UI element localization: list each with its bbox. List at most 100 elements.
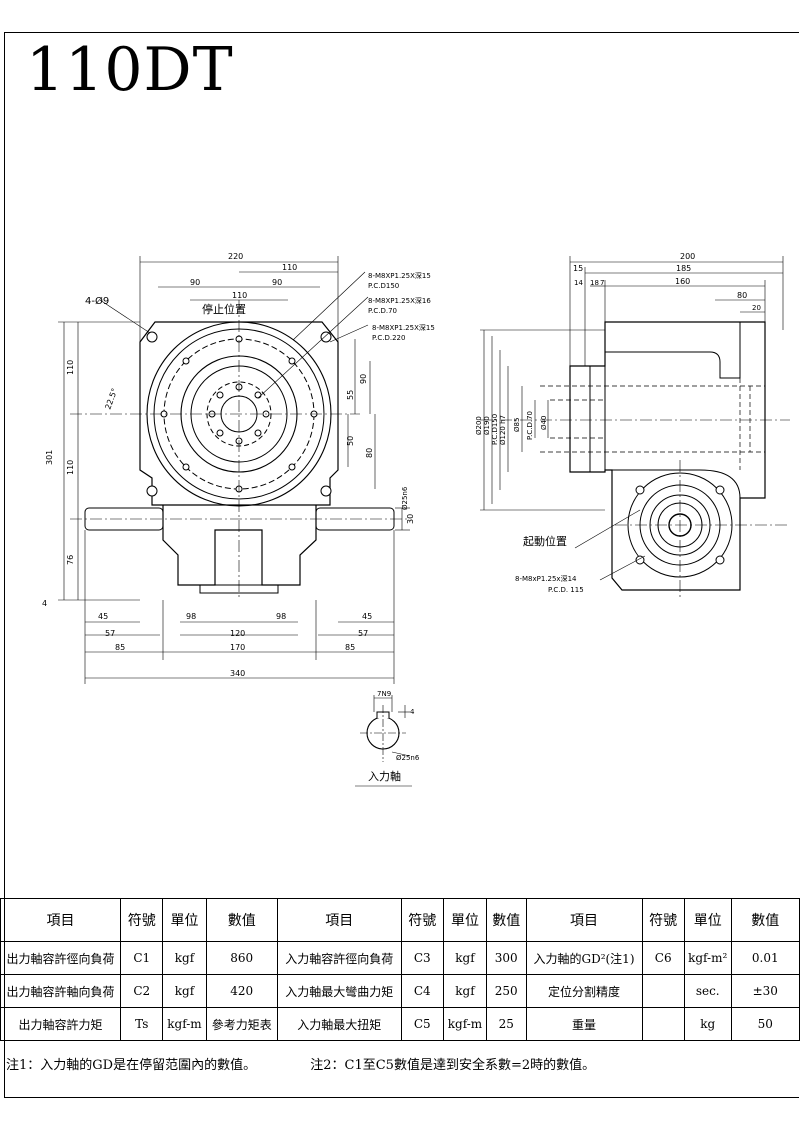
- table-cell: C6: [641, 941, 685, 975]
- dim-301: 301: [45, 450, 54, 465]
- table-cell: kgf-m²: [683, 941, 732, 975]
- table-header-cell: 符號: [120, 898, 164, 942]
- table-header-cell: 數值: [205, 898, 278, 942]
- dim-170: 170: [230, 643, 245, 652]
- side-view: [480, 256, 790, 600]
- table-cell: 300: [485, 941, 527, 975]
- table-header-cell: 單位: [162, 898, 207, 942]
- dim-p40: Ø40: [540, 416, 548, 430]
- hole-note4-b: P.C.D. 115: [548, 586, 584, 594]
- dim-14: 14: [574, 279, 583, 287]
- table-cell: 定位分割精度: [525, 974, 643, 1008]
- table-cell: 出力軸容許力矩: [0, 1007, 122, 1041]
- dim-185: 185: [676, 264, 691, 273]
- table-cell: 參考力矩表: [205, 1007, 278, 1041]
- dim-p150: P.C.D150: [491, 414, 499, 445]
- table-header-cell: 單位: [442, 898, 487, 942]
- table-cell: 重量: [525, 1007, 643, 1041]
- table-cell: [641, 974, 685, 1008]
- table-cell: kgf: [442, 974, 487, 1008]
- table-cell: 50: [730, 1007, 800, 1041]
- dim-p70: P.C.D.70: [526, 411, 534, 440]
- shaft-dia-side: Ø25n6: [401, 486, 409, 510]
- table-cell: sec.: [683, 974, 732, 1008]
- key-depth: 4: [410, 708, 415, 716]
- side-dim-text: 200 185 15 14 18 7 160 80 20 Ø200 Ø190 P…: [475, 252, 761, 594]
- table-cell: C5: [400, 1007, 444, 1041]
- table-cell: kgf-m: [162, 1007, 207, 1041]
- technical-drawing: 220 110 90 90 110 301 110 110 76 90 55 5…: [42, 252, 790, 787]
- hole-note3-b: P.C.D.220: [372, 334, 405, 342]
- dim-110-left-2: 110: [66, 460, 75, 475]
- dim-90-b: 90: [272, 278, 282, 287]
- table-cell: 250: [485, 974, 527, 1008]
- table-cell: 420: [205, 974, 278, 1008]
- dim-85-a: 85: [115, 643, 125, 652]
- table-cell: 入力軸最大彎曲力矩: [276, 974, 402, 1008]
- dim-110: 110: [232, 291, 247, 300]
- table-cell: kgf-m: [442, 1007, 487, 1041]
- dim-57-b: 57: [358, 629, 368, 638]
- front-dim-text: 220 110 90 90 110 301 110 110 76 90 55 5…: [42, 252, 435, 678]
- dim-76: 76: [66, 555, 75, 565]
- dim-p200: Ø200: [475, 416, 483, 435]
- dim-98-a: 98: [186, 612, 196, 621]
- model-title: 110DT: [26, 35, 234, 105]
- table-cell: C2: [120, 974, 164, 1008]
- hole-note3-a: 8-M8XP1.25X深15: [372, 323, 435, 332]
- table-header-cell: 數值: [485, 898, 527, 942]
- dim-110-top: 110: [282, 263, 297, 272]
- stop-position: 停止位置: [202, 302, 246, 316]
- table-cell: 入力軸容許徑向負荷: [276, 941, 402, 975]
- table-cell: 出力軸容許軸向負荷: [0, 974, 122, 1008]
- dim-55: 55: [346, 390, 355, 400]
- dim-85-b: 85: [345, 643, 355, 652]
- hole-note4-a: 8-M8xP1.25x深14: [515, 574, 577, 583]
- table-cell: ±30: [730, 974, 800, 1008]
- dim-160: 160: [675, 277, 690, 286]
- notes: 注1：入力軸的GD是在停留范圍內的數值。 注2：C1至C5數值是達到安全系數=2…: [6, 1054, 645, 1073]
- dim-220: 220: [228, 252, 243, 261]
- start-position: 起動位置: [523, 534, 567, 548]
- dim-90-a: 90: [190, 278, 200, 287]
- dim-20: 20: [752, 304, 761, 312]
- dim-30: 30: [406, 514, 415, 524]
- drawing-frame-left: [4, 32, 5, 1098]
- dim-340: 340: [230, 669, 245, 678]
- table-cell: kgf: [162, 941, 207, 975]
- table-cell: 出力軸容許徑向負荷: [0, 941, 122, 975]
- table-header-cell: 數值: [730, 898, 800, 942]
- dim-80: 80: [365, 448, 374, 458]
- table-cell: 25: [485, 1007, 527, 1041]
- hole-note2-b: P.C.D.70: [368, 307, 397, 315]
- dim-45-b: 45: [362, 612, 372, 621]
- note-1: 注1：入力軸的GD是在停留范圍內的數值。: [6, 1058, 257, 1073]
- dim-45-a: 45: [98, 612, 108, 621]
- table-cell: C3: [400, 941, 444, 975]
- input-shaft-detail: [355, 695, 412, 787]
- table-cell: [641, 1007, 685, 1041]
- holes-4: 4-Ø9: [85, 295, 109, 307]
- angle-label: 22.5°: [103, 387, 119, 411]
- hole-note2-a: 8-M8XP1.25X深16: [368, 296, 431, 305]
- dim-110-left: 110: [66, 360, 75, 375]
- dim-18: 18: [590, 279, 599, 287]
- table-cell: 入力軸的GD²(注1): [525, 941, 643, 975]
- dim-p85: Ø85: [513, 418, 521, 432]
- table-cell: kg: [683, 1007, 732, 1041]
- hole-note1-a: 8-M8XP1.25X深15: [368, 271, 431, 280]
- table-cell: C4: [400, 974, 444, 1008]
- table-header-cell: 單位: [683, 898, 732, 942]
- dim-98-b: 98: [276, 612, 286, 621]
- table-cell: C1: [120, 941, 164, 975]
- table-header-cell: 符號: [641, 898, 685, 942]
- table-header-row: 項目符號單位數值項目符號單位數值項目符號單位數值: [0, 898, 800, 942]
- dim-80-side: 80: [737, 291, 747, 300]
- key-label: 7N9: [377, 690, 391, 698]
- dim-90-right: 90: [359, 374, 368, 384]
- dim-50: 50: [346, 436, 355, 446]
- hole-note1-b: P.C.D150: [368, 282, 399, 290]
